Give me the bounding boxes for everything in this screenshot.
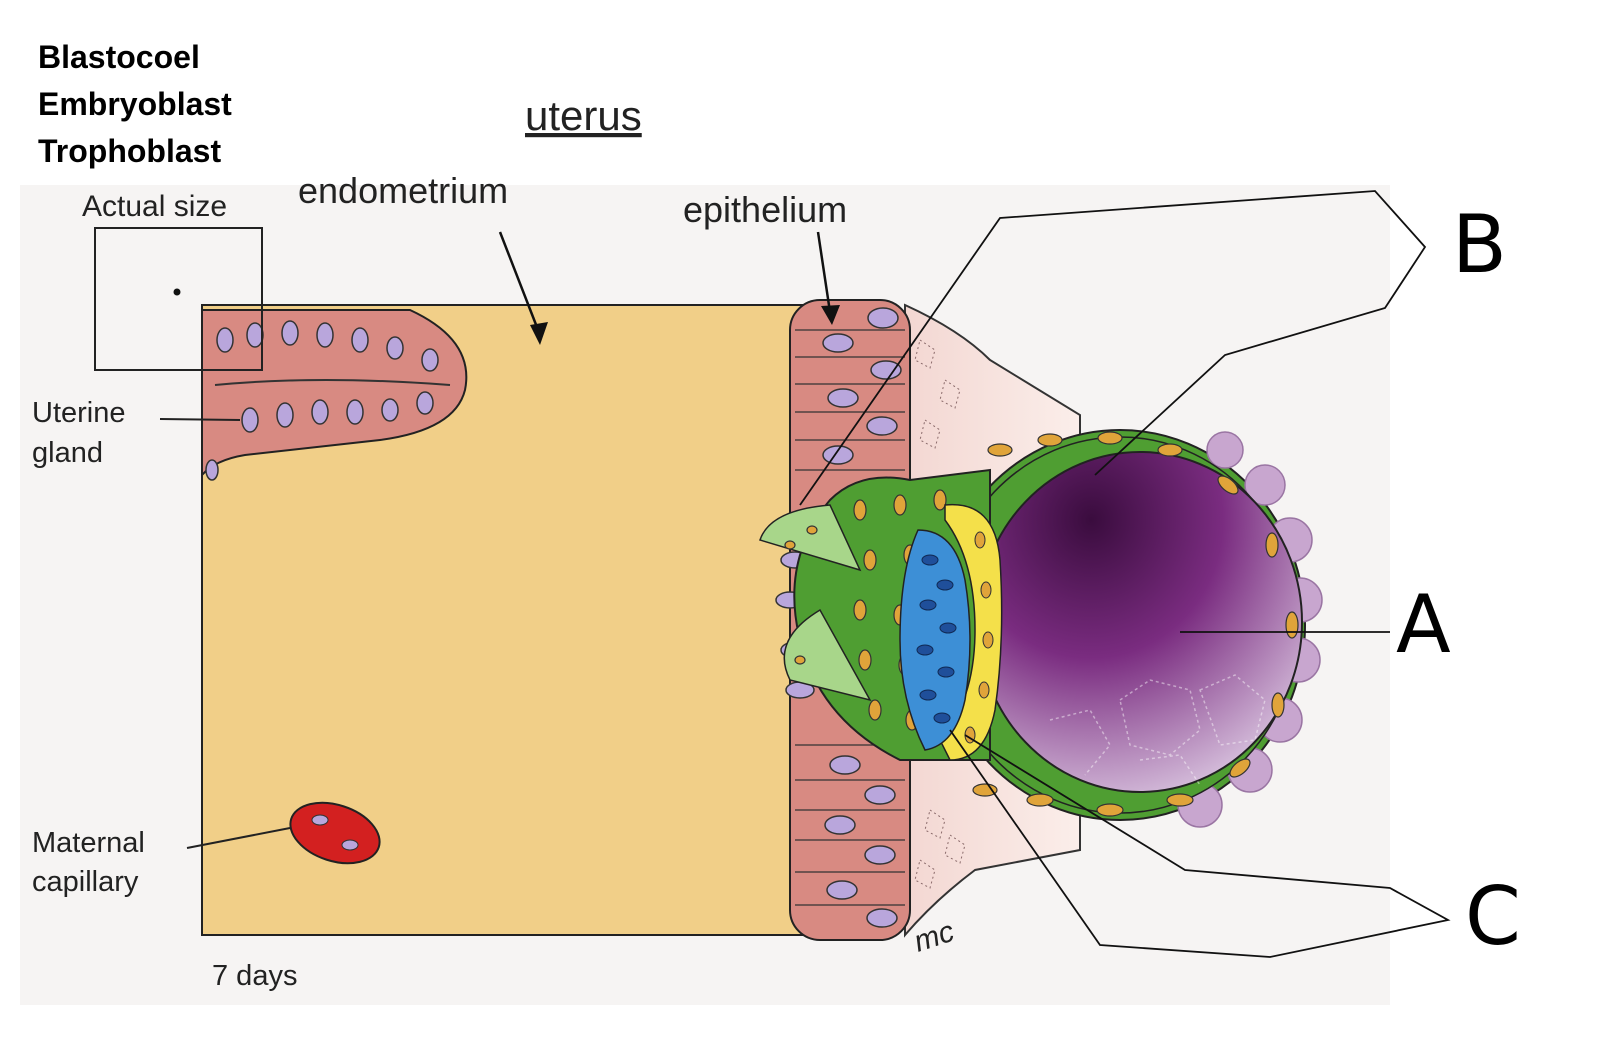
epithelium-arrowhead <box>821 305 840 325</box>
bracket-b <box>799 190 1427 506</box>
epithelium-label: epithelium <box>683 189 847 230</box>
capillary-cell <box>311 814 329 826</box>
letter-c: C <box>1465 870 1521 963</box>
syncytium-light-bottom <box>783 608 872 702</box>
word-bank-item: Blastocoel <box>38 39 200 75</box>
label-leaders <box>159 418 291 849</box>
actual-size-dot <box>173 288 181 296</box>
days-label: 7 days <box>212 960 297 992</box>
actual-size-label: Actual size <box>82 190 227 223</box>
bracket-c <box>949 729 1451 958</box>
blastocoel-cavity <box>977 451 1303 793</box>
embryoblast-nuclei <box>916 554 957 724</box>
gland-nuclei <box>205 320 439 481</box>
uterine-gland-lumen <box>214 379 451 386</box>
actual-size-box <box>94 227 263 371</box>
stroma-cell-pattern <box>914 339 966 889</box>
uterine-gland-label: gland <box>32 437 103 469</box>
letter-a: A <box>1396 578 1451 671</box>
syncytium-light-top <box>759 504 862 572</box>
endometrium-label: endometrium <box>298 170 508 211</box>
maternal-capillary-label: capillary <box>32 866 139 898</box>
endometrium-arrowhead <box>530 322 548 345</box>
letter-b: B <box>1452 198 1507 291</box>
maternal-capillary-label: Maternal <box>32 827 145 859</box>
arrow-lines <box>498 231 832 336</box>
uterine-gland-label: Uterine <box>32 397 126 429</box>
cavity-cell-pattern <box>1049 674 1266 786</box>
hypoblast-nuclei <box>964 531 994 744</box>
word-bank-item: Embryoblast <box>38 86 232 122</box>
word-bank-item: Trophoblast <box>38 133 221 169</box>
uterus-title: uterus <box>525 92 642 139</box>
capillary-cell <box>341 839 359 851</box>
epithelium-cell-walls <box>795 329 905 906</box>
